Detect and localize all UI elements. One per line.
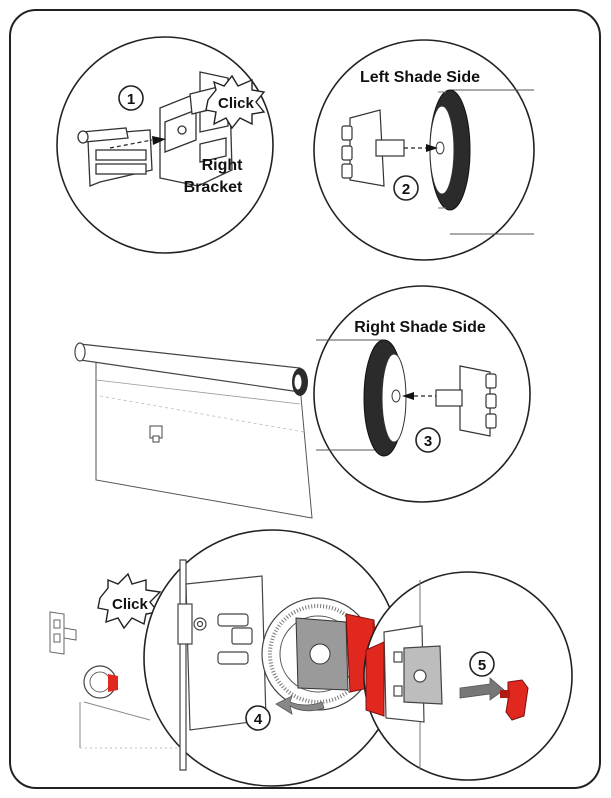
step-2-detail: Left Shade Side 2 (313, 39, 535, 261)
left-end-cap-icon (341, 109, 405, 187)
motor-end-assembly-icon (383, 625, 443, 723)
end-cap-pin-icon (77, 127, 153, 187)
insert-arrow-right-icon (402, 392, 414, 400)
step-2-badge (393, 175, 419, 201)
bracket-plate-icon (177, 559, 267, 771)
click-label-top: Click (218, 95, 255, 112)
step-2-number: 2 (402, 181, 410, 198)
left-shade-side-label: Left Shade Side (360, 69, 480, 86)
step-3-badge (415, 427, 441, 453)
roller-shade-illustration (74, 342, 313, 519)
click-starburst-icon (205, 74, 266, 130)
right-bracket-label-line1: Right (202, 157, 244, 174)
right-roller-end-icon (363, 339, 407, 457)
step-1-detail: Click 1 Right Bracket (56, 36, 274, 254)
insert-arrow-icon (152, 136, 166, 145)
red-key-icon (500, 679, 529, 721)
step-4-number: 4 (254, 711, 263, 728)
pull-out-arrow-icon (459, 677, 505, 701)
step-4-detail: 4 (143, 529, 401, 787)
step-3-detail: Right Shade Side 3 (313, 285, 531, 503)
left-roller-end-icon (429, 89, 471, 211)
step-5-number: 5 (478, 657, 486, 674)
rotate-arrow-icon (275, 695, 325, 715)
insert-arrow-left-icon (426, 144, 438, 152)
step-5-detail: 5 (363, 571, 573, 781)
step-4-badge (245, 705, 271, 731)
step-5-badge (469, 651, 495, 677)
right-bracket-icon (159, 71, 233, 187)
right-shade-side-label: Right Shade Side (354, 319, 486, 336)
click-label-bottom: Click (112, 596, 149, 613)
right-bracket-label-line2: Bracket (184, 179, 243, 196)
step-3-number: 3 (424, 433, 432, 450)
right-end-cap-icon (435, 365, 497, 437)
small-wall-bracket-icon (49, 611, 77, 655)
small-motor-end-icon (83, 665, 118, 699)
step-1-number: 1 (127, 91, 135, 108)
step-1-badge (118, 85, 144, 111)
motor-head-icon (261, 597, 382, 711)
